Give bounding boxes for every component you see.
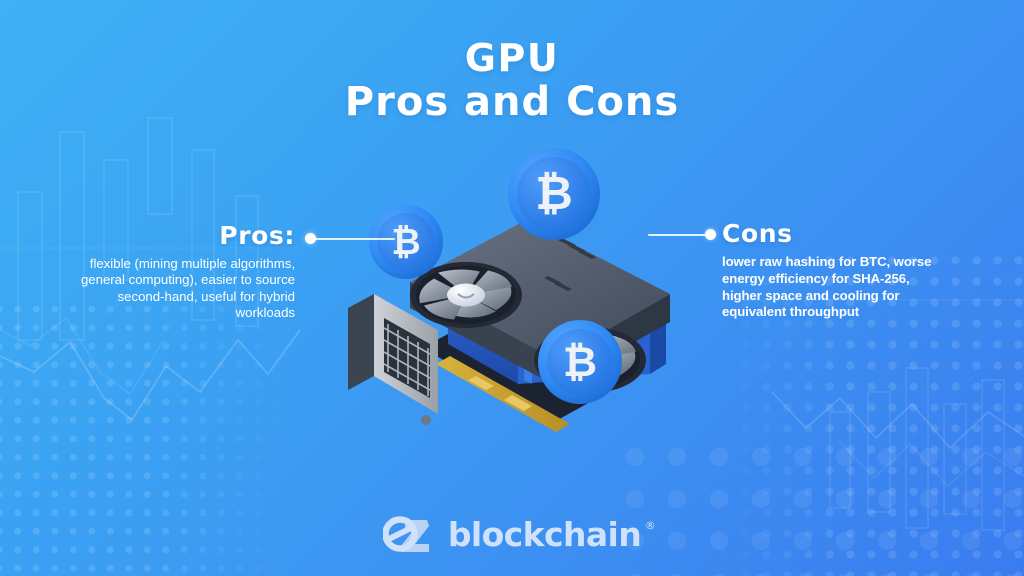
title-line-2: Pros and Cons	[344, 79, 680, 125]
page-title: GPU Pros and Cons	[0, 36, 1024, 124]
title-line-1: GPU	[464, 36, 560, 80]
line-chart-right	[771, 391, 1024, 450]
bitcoin-coin-top: ₿	[508, 148, 600, 240]
line-chart-left-2	[0, 316, 165, 396]
line-chart-left	[0, 329, 301, 422]
registered-trademark-icon: ®	[644, 518, 656, 532]
connector-line-pros	[305, 232, 395, 246]
bitcoin-coin-bottom: ₿	[538, 320, 622, 404]
svg-text:₿: ₿	[535, 166, 573, 220]
brand-logo: blockchain ®	[0, 514, 1024, 554]
line-chart-right-2	[837, 439, 1024, 487]
gpu-graphic: ₿ ₿ ₿	[348, 148, 670, 432]
callout-cons-heading: Cons	[722, 219, 793, 248]
gpu-io-bracket	[348, 294, 438, 425]
bitcoin-coin-left: ₿	[369, 205, 443, 279]
fan-hub-logo	[457, 293, 475, 299]
dot-grid-bottom-right	[614, 436, 1024, 576]
brand-wordmark: blockchain ®	[447, 514, 656, 554]
gpu-fan-left	[410, 262, 522, 328]
callout-cons-body: lower raw hashing for BTC, worse energy …	[722, 254, 932, 320]
svg-text:₿: ₿	[391, 222, 420, 263]
callout-cons: Cons lower raw hashing for BTC, worse en…	[722, 220, 937, 321]
bracket-mesh	[383, 324, 431, 396]
brand-name: blockchain	[447, 514, 642, 554]
gpu-illustration: ₿ ₿ ₿	[318, 132, 718, 432]
connector-dot-pros	[305, 233, 316, 244]
connector-dot-cons	[705, 229, 716, 240]
callout-pros-heading: Pros:	[219, 221, 295, 250]
callout-pros: Pros: flexible (mining multiple algorith…	[80, 222, 295, 322]
ez-monogram-icon	[382, 516, 429, 552]
connector-line-cons	[648, 228, 716, 242]
candlestick-outlines-right	[829, 367, 1005, 531]
callout-pros-body: flexible (mining multiple algorithms, ge…	[80, 256, 295, 321]
shroud-vents	[544, 238, 596, 291]
connector-stroke-cons	[648, 234, 707, 236]
svg-text:₿: ₿	[563, 337, 597, 386]
connector-stroke-pros	[314, 238, 395, 240]
